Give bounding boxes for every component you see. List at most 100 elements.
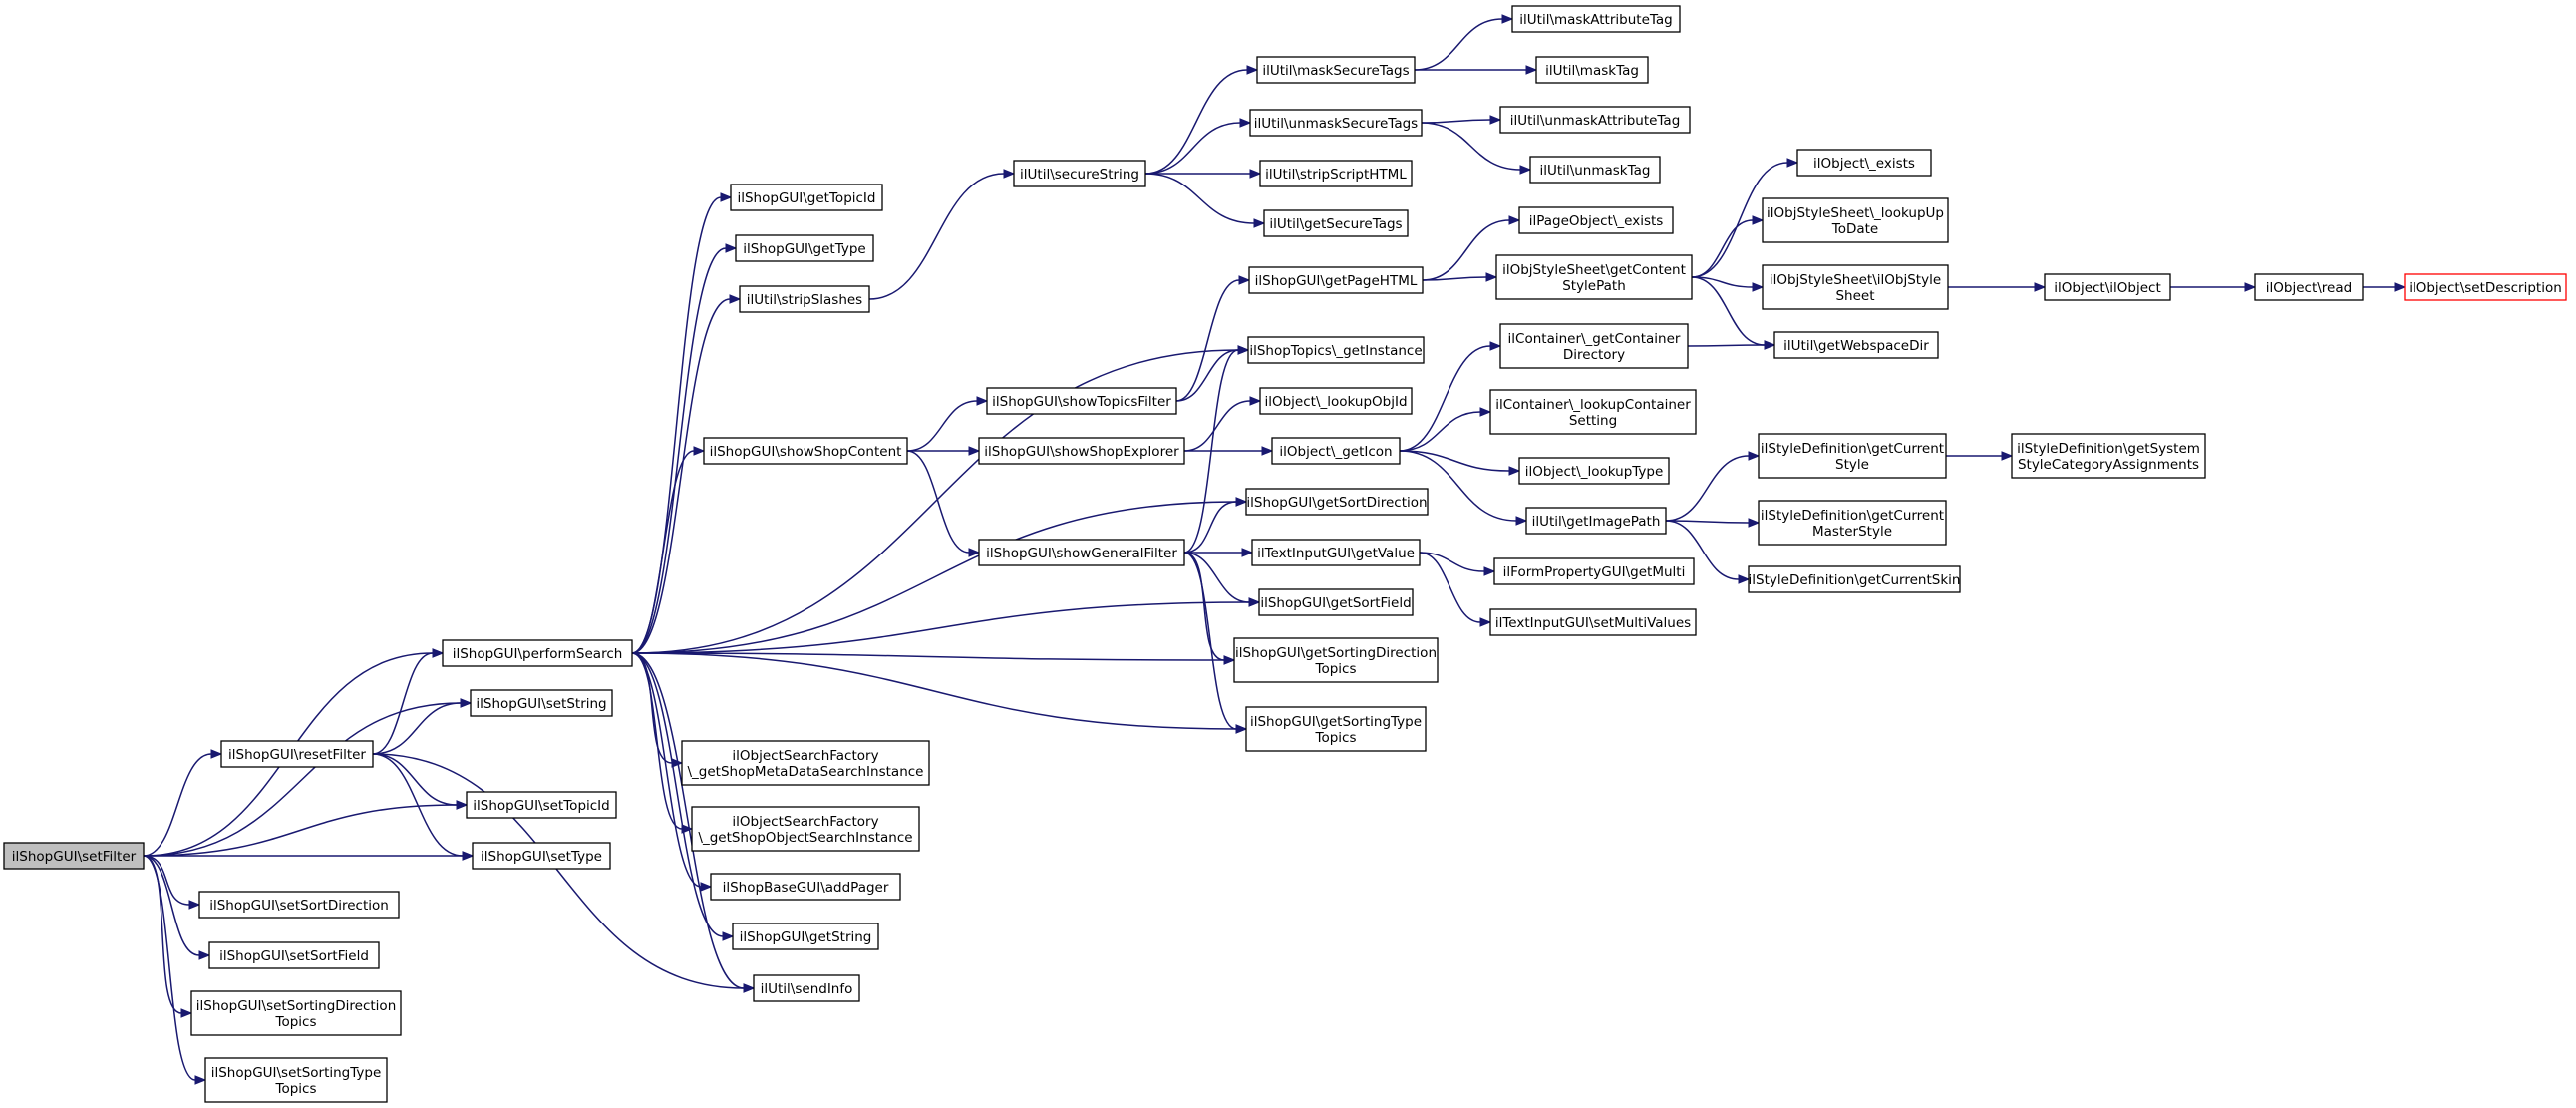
function-node[interactable]: ilShopGUI\setTopicId <box>466 791 617 819</box>
function-node[interactable]: ilObject\_lookupObjId <box>1259 387 1413 415</box>
function-node[interactable]: ilShopGUI\getTopicId <box>730 184 883 211</box>
function-node[interactable]: ilObject\_exists <box>1796 149 1932 177</box>
function-node[interactable]: ilShopGUI\getSortDirection <box>1245 488 1429 516</box>
edge-arrowhead <box>720 192 733 202</box>
function-node[interactable]: ilStyleDefinition\getCurrentSkin <box>1748 565 1961 593</box>
function-node[interactable]: ilShopGUI\showShopContent <box>703 437 908 465</box>
call-edge <box>1421 115 1502 125</box>
edge-line <box>631 298 731 654</box>
edge-line <box>1399 411 1481 452</box>
edge-line <box>143 702 462 857</box>
function-node[interactable]: ilUtil\secureString <box>1013 160 1146 187</box>
edge-line <box>631 652 724 937</box>
function-node[interactable]: ilShopGUI\setSortField <box>208 941 380 969</box>
edge-arrowhead <box>1238 275 1251 285</box>
edge-line <box>1183 400 1251 452</box>
function-node[interactable]: ilTextInputGUI\setMultiValues <box>1489 608 1697 636</box>
function-node[interactable]: ilShopGUI\setSortDirection <box>198 891 400 919</box>
function-node[interactable]: ilFormPropertyGUI\getMulti <box>1493 557 1695 585</box>
call-edge <box>1183 345 1250 554</box>
call-edge <box>1945 451 2014 461</box>
call-edge <box>631 652 713 892</box>
function-node[interactable]: ilUtil\unmaskTag <box>1529 156 1661 184</box>
function-node[interactable]: ilUtil\unmaskSecureTags <box>1249 109 1423 137</box>
function-node[interactable]: ilUtil\maskSecureTags <box>1256 56 1416 84</box>
function-node[interactable]: ilUtil\stripSlashes <box>739 285 870 313</box>
function-node[interactable]: ilShopGUI\setFilter <box>3 842 145 870</box>
function-node[interactable]: ilObject\setDescription <box>2404 273 2567 301</box>
node-label: ilUtil\maskAttributeTag <box>1519 12 1672 28</box>
node-label: ilObjectSearchFactory <box>732 748 878 764</box>
edge-line <box>1183 552 1237 730</box>
function-node[interactable]: ilUtil\unmaskAttributeTag <box>1499 106 1691 134</box>
function-node[interactable]: ilShopBaseGUI\addPager <box>710 873 901 901</box>
edge-line <box>1691 219 1754 278</box>
function-node[interactable]: ilShopGUI\getSortField <box>1258 588 1414 616</box>
call-edge <box>2363 282 2407 292</box>
node-box <box>986 387 1177 415</box>
call-edge <box>1399 341 1502 452</box>
function-node[interactable]: ilUtil\getImagePath <box>1525 507 1667 535</box>
call-edge <box>1419 552 1496 576</box>
function-node[interactable]: ilUtil\stripScriptHTML <box>1259 160 1413 187</box>
function-node[interactable]: ilUtil\getSecureTags <box>1263 209 1409 237</box>
node-box <box>466 791 617 819</box>
function-node[interactable]: ilTextInputGUI\getValue <box>1251 539 1421 566</box>
function-node[interactable]: ilShopGUI\getString <box>732 923 879 950</box>
call-edge <box>906 396 989 452</box>
function-node[interactable]: ilObject\ilObject <box>2044 273 2171 301</box>
edge-line <box>906 450 970 554</box>
edge-arrowhead <box>1003 169 1016 179</box>
call-edge <box>631 652 756 993</box>
node-label: ilObject\read <box>2266 280 2352 296</box>
function-node[interactable]: ilUtil\maskTag <box>1535 56 1649 84</box>
function-node[interactable]: ilObject\_getIcon <box>1271 437 1401 465</box>
function-node[interactable]: ilShopGUI\resetFilter <box>220 740 374 768</box>
function-node[interactable]: ilUtil\maskAttributeTag <box>1511 5 1681 33</box>
edge-arrowhead <box>700 882 713 892</box>
node-box <box>1256 56 1416 84</box>
function-node[interactable]: ilObjectSearchFactory\_getShopMetaDataSe… <box>681 740 930 786</box>
function-node[interactable]: ilPageObject\_exists <box>1518 206 1674 234</box>
function-node[interactable]: ilObjectSearchFactory\_getShopObjectSear… <box>691 806 920 852</box>
function-node[interactable]: ilShopGUI\showTopicsFilter <box>986 387 1177 415</box>
function-node[interactable]: ilShopGUI\setType <box>472 842 611 870</box>
edge-line <box>631 450 695 654</box>
node-box <box>1518 457 1670 485</box>
function-node[interactable]: ilObjStyleSheet\ilObjStyleSheet <box>1762 264 1949 310</box>
function-node[interactable]: ilShopTopics\_getInstance <box>1247 336 1425 364</box>
function-node[interactable]: ilObject\_lookupType <box>1518 457 1670 485</box>
edge-arrowhead <box>1525 65 1538 75</box>
edge-line <box>631 501 1237 654</box>
call-edge <box>1419 552 1492 627</box>
node-label: ilShopGUI\showGeneralFilter <box>986 546 1177 561</box>
function-node[interactable]: ilShopGUI\setString <box>470 689 613 717</box>
function-node[interactable]: ilShopGUI\getType <box>735 234 874 262</box>
call-edge <box>143 855 211 960</box>
node-box <box>1796 149 1932 177</box>
function-node[interactable]: ilUtil\getWebspaceDir <box>1773 331 1939 359</box>
function-node[interactable]: ilShopGUI\showGeneralFilter <box>978 539 1185 566</box>
function-node[interactable]: ilStyleDefinition\getSystemStyleCategory… <box>2011 433 2206 479</box>
function-node[interactable]: ilObject\read <box>2254 273 2364 301</box>
node-label: ilShopGUI\showTopicsFilter <box>992 394 1171 410</box>
function-node[interactable]: ilShopGUI\performSearch <box>442 639 633 667</box>
function-node[interactable]: ilShopGUI\getPageHTML <box>1248 266 1424 294</box>
edge-arrowhead <box>743 983 756 993</box>
function-node[interactable]: ilUtil\sendInfo <box>753 974 860 1002</box>
node-label: Topics <box>1315 661 1357 677</box>
node-box <box>190 990 402 1036</box>
node-label: ilObject\_lookupType <box>1525 464 1664 480</box>
edge-arrowhead <box>210 749 223 759</box>
function-node[interactable]: ilShopGUI\showShopExplorer <box>978 437 1185 465</box>
